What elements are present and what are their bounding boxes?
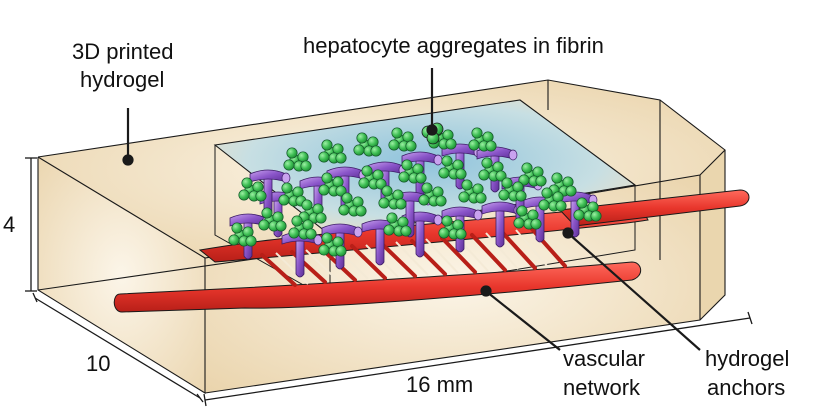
aggregate-cluster (318, 172, 347, 197)
aggregate-cluster (398, 159, 427, 184)
anchors-leader (568, 233, 701, 351)
aggregate-cluster (418, 182, 447, 207)
aggregate-cluster (288, 215, 317, 240)
aggregate-cluster (538, 187, 567, 212)
hydrogel-leader-dot (122, 154, 134, 166)
vessel-right-segment (558, 189, 750, 227)
aggregate-cluster (518, 162, 547, 187)
aggregate-cluster (238, 177, 267, 202)
aggregates-leader-dot (426, 124, 438, 136)
aggregate-cluster (228, 222, 257, 247)
fibrin-edge-left (214, 145, 331, 301)
aggregate-cluster (478, 157, 507, 182)
aggregate-cluster (513, 205, 542, 230)
aggregate-cluster (338, 192, 367, 217)
vascular-label-line1: vascular (563, 346, 645, 371)
aggregate-cluster (298, 199, 327, 224)
hepatocyte-aggregates (228, 125, 602, 257)
leader-lines (122, 68, 701, 351)
vascular-leader (486, 291, 561, 351)
aggregate-cluster (278, 182, 307, 207)
hydrogel-end-face (700, 150, 725, 320)
anchor-pillar (481, 201, 523, 248)
height-dimension-label: 4 (3, 212, 15, 237)
aggregate-cluster (498, 177, 527, 202)
aggregate-cluster (358, 165, 387, 190)
aggregate-cluster (258, 207, 287, 232)
hydrogel-label-line1: 3D printed (72, 39, 174, 64)
aggregate-cluster (283, 147, 312, 172)
depth-dimension-label: 10 (86, 351, 110, 376)
anchors-label-line2: anchors (707, 375, 785, 400)
aggregate-cluster (458, 179, 487, 204)
depth-dim-line (34, 297, 201, 399)
aggregate-cluster (573, 197, 602, 222)
aggregate-cluster (388, 127, 417, 152)
hydrogel-label-line2: hydrogel (80, 67, 164, 92)
aggregate-cluster (353, 132, 382, 157)
length-dimension-label: 16 mm (406, 372, 473, 397)
vascular-leader-dot (480, 285, 492, 297)
aggregate-cluster (468, 127, 497, 152)
vessel-front (113, 261, 642, 313)
aggregate-cluster (438, 155, 467, 180)
aggregate-cluster (378, 185, 407, 210)
aggregate-cluster (383, 212, 412, 237)
aggregates-label: hepatocyte aggregates in fibrin (303, 33, 604, 58)
aggregate-cluster (318, 232, 347, 257)
hydrogel-side-face (38, 157, 205, 393)
anchors-leader-dot (562, 227, 574, 239)
anchors-label-line1: hydrogel (705, 346, 789, 371)
aggregate-cluster (318, 139, 347, 164)
dimension-lines (25, 157, 753, 407)
vascular-label-line2: network (563, 375, 641, 400)
aggregate-cluster (438, 215, 467, 240)
length-dim-line (204, 317, 751, 401)
